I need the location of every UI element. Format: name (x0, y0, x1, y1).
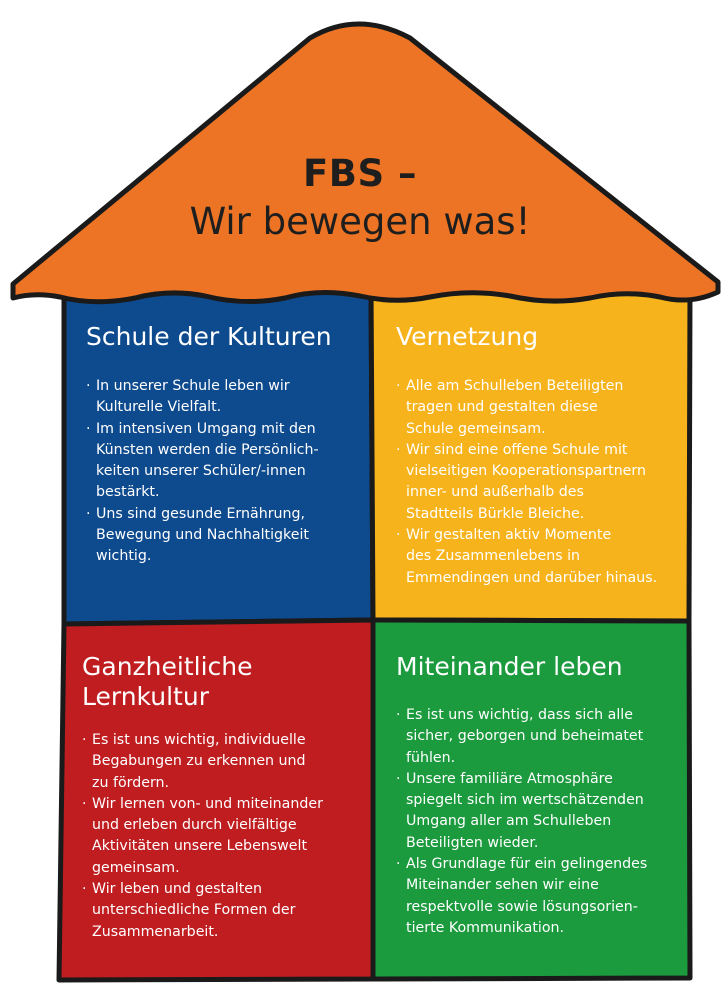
list-item: Im intensiven Umgang mit den Künsten wer… (86, 419, 368, 504)
list-item: Wir lernen von- und miteinander und erle… (82, 794, 368, 879)
panel-kulturen: Schule der Kulturen In unserer Schule le… (86, 322, 368, 568)
list-item: Es ist uns wichtig, dass sich alle siche… (396, 705, 684, 769)
list-item: Wir leben und gestalten unterschiedliche… (82, 879, 368, 943)
bullet-list: Es ist uns wichtig, individuelle Begabun… (82, 730, 368, 943)
bullet-list: Alle am Schulleben Beteiligten tragen un… (396, 376, 684, 589)
list-item: Als Grundlage für ein gelingendes Mitein… (396, 854, 684, 939)
panel-heading: Vernetzung (396, 322, 539, 351)
list-item: Uns sind gesunde Ernährung, Bewegung und… (86, 504, 368, 568)
panel-heading: Ganzheitliche Lernkultur (82, 652, 253, 711)
panel-vernetzung: Vernetzung Alle am Schulleben Beteiligte… (396, 322, 684, 589)
panel-lernkultur: Ganzheitliche Lernkultur Es ist uns wich… (82, 652, 368, 943)
bullet-list: Es ist uns wichtig, dass sich alle siche… (396, 705, 684, 939)
list-item: Unsere familiäre Atmosphäre spiegelt sic… (396, 769, 684, 854)
list-item: Wir gestalten aktiv Momente des Zusammen… (396, 525, 684, 589)
panel-heading: Schule der Kulturen (86, 322, 332, 351)
house-title: FBS – (302, 152, 417, 195)
panel-miteinander: Miteinander leben Es ist uns wichtig, da… (396, 652, 684, 939)
roof (10, 21, 721, 305)
list-item: In unserer Schule leben wir Kulturelle V… (86, 376, 368, 419)
list-item: Wir sind eine offene Schule mit vielseit… (396, 440, 684, 525)
bullet-list: In unserer Schule leben wir Kulturelle V… (86, 376, 368, 568)
panel-heading: Miteinander leben (396, 652, 623, 681)
list-item: Alle am Schulleben Beteiligten tragen un… (396, 376, 684, 440)
house-subtitle: Wir bewegen was! (189, 200, 531, 243)
list-item: Es ist uns wichtig, individuelle Begabun… (82, 730, 368, 794)
